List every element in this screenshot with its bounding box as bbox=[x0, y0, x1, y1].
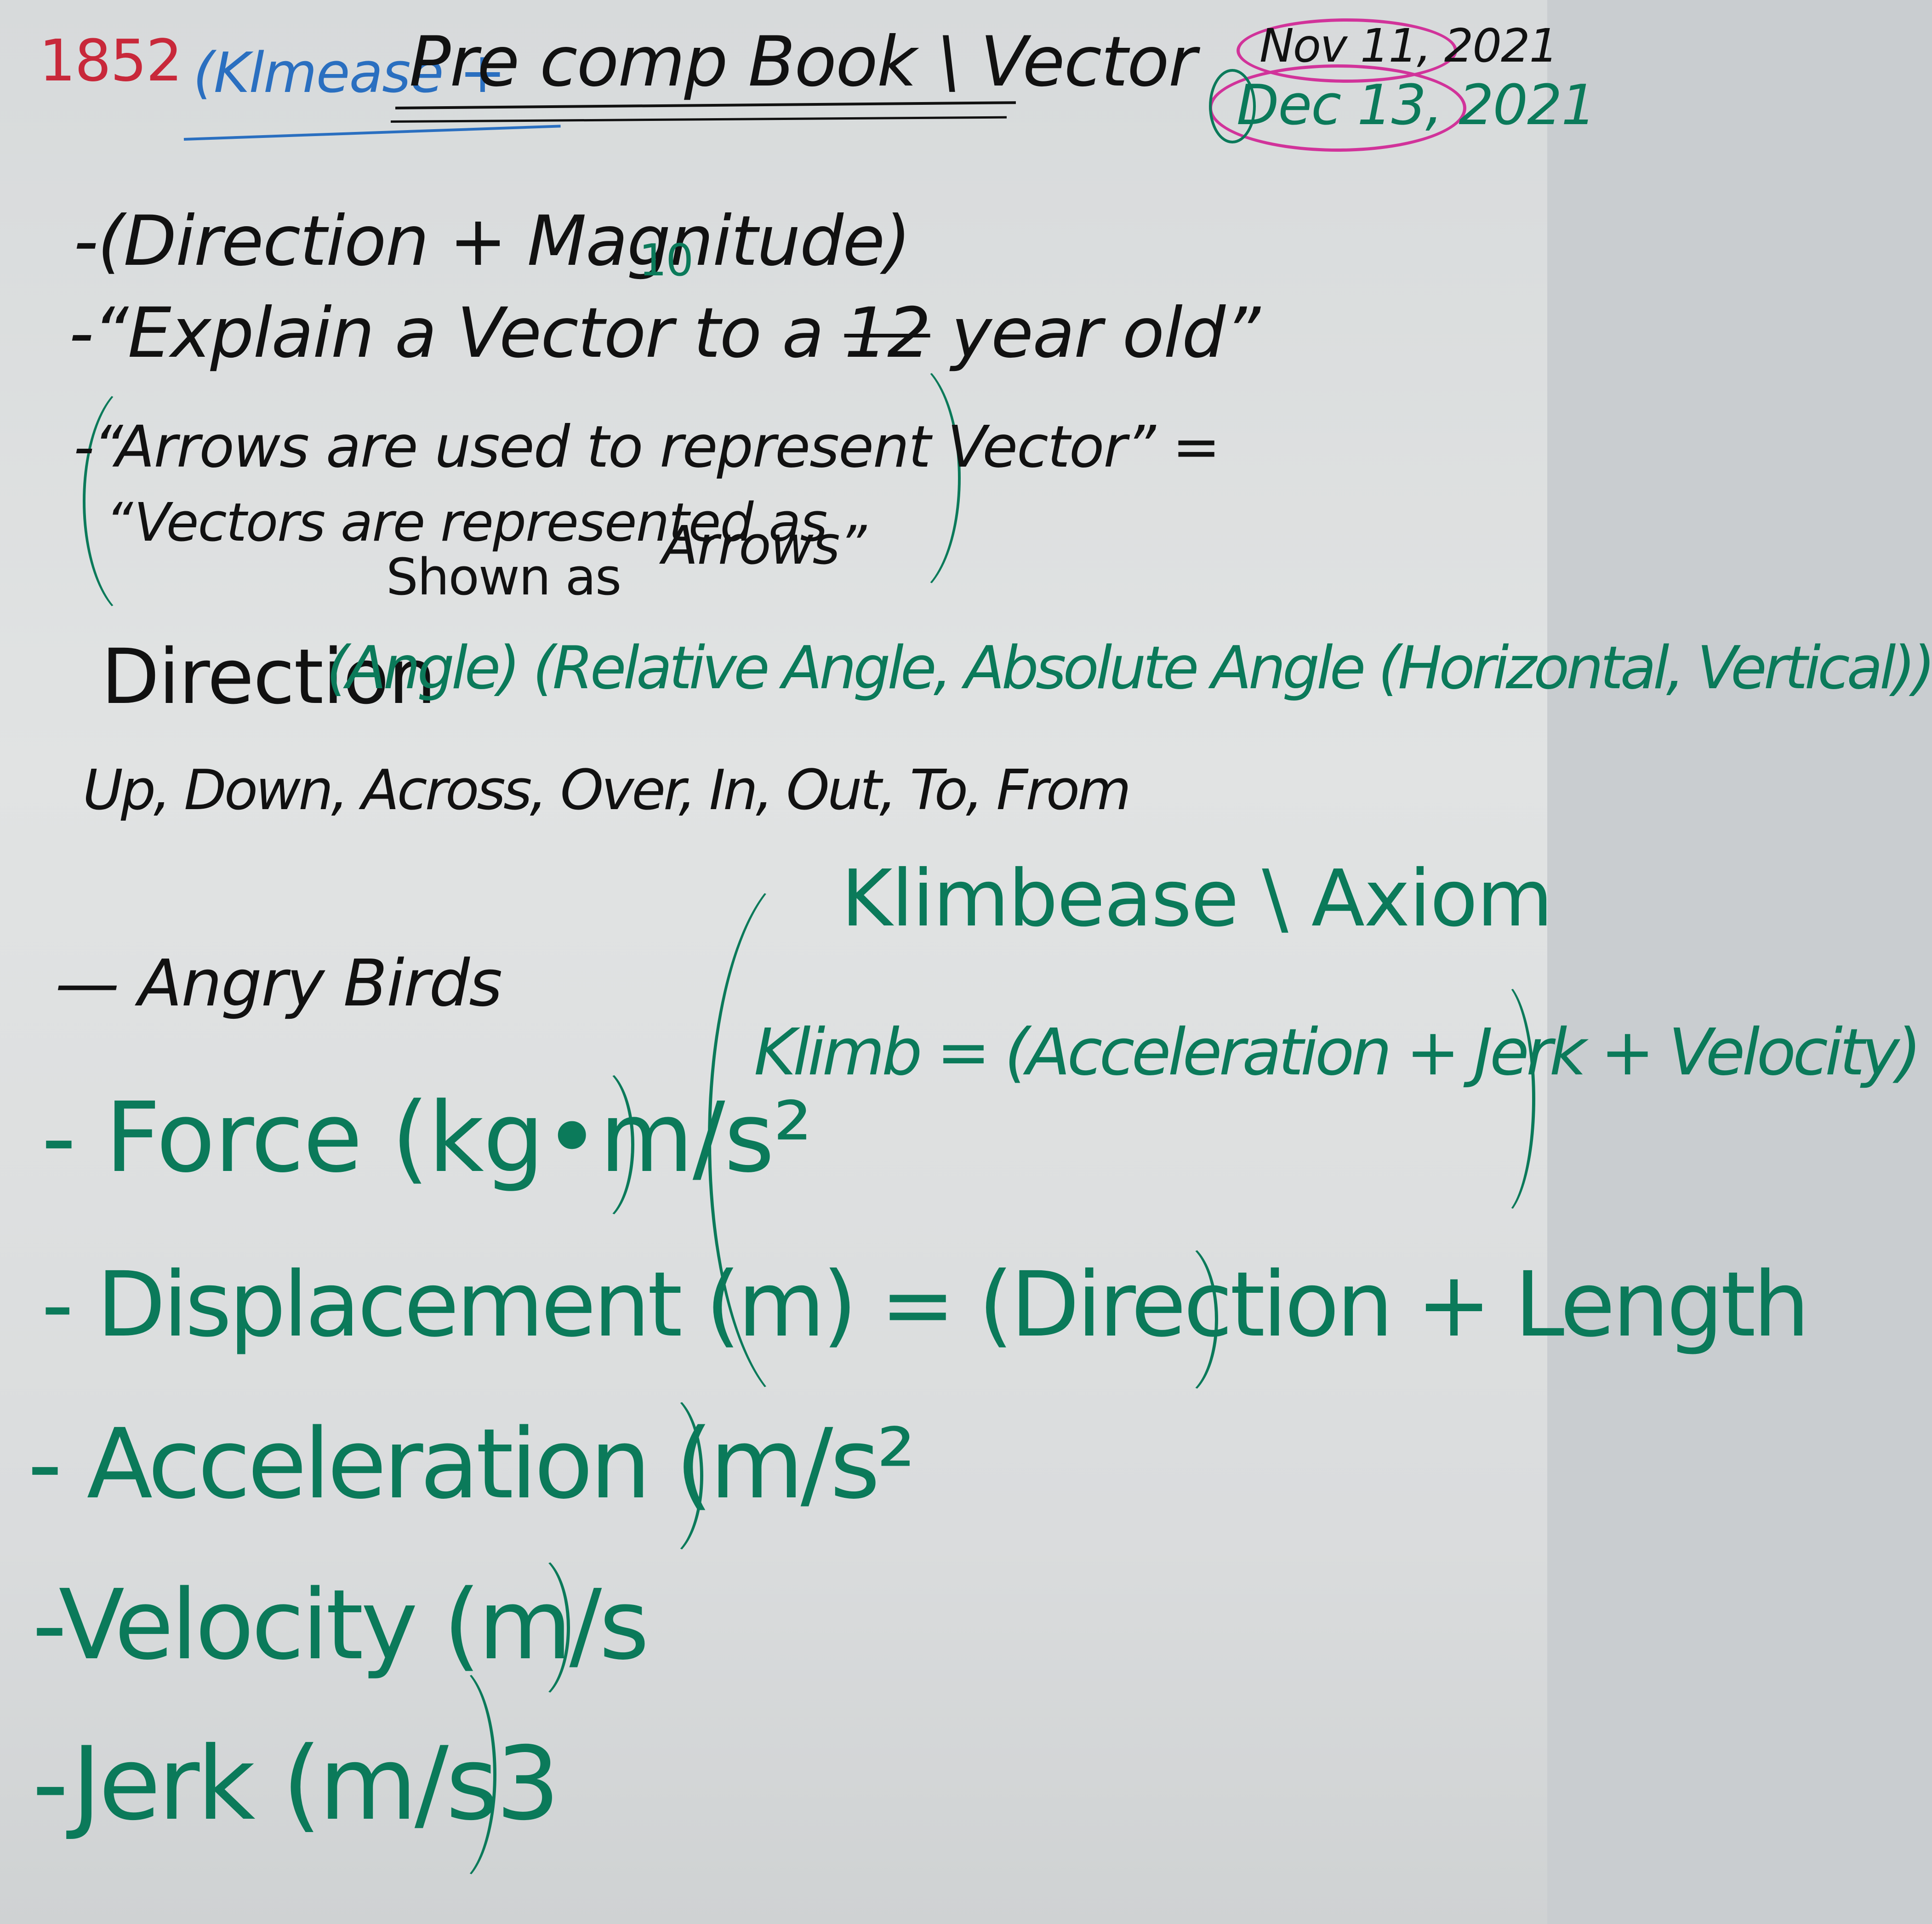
displacement-right-paren bbox=[1140, 1241, 1218, 1398]
left-paren-arrows bbox=[83, 382, 193, 621]
velocity-right-paren bbox=[496, 1554, 570, 1701]
direction-words: Up, Down, Across, Over, In, Out, To, Fro… bbox=[83, 759, 1131, 822]
explain-text: -“Explain a Vector to a bbox=[69, 293, 824, 373]
direction-detail: (Angle) (Relative Angle, Absolute Angle … bbox=[326, 634, 1932, 702]
axiom-title: Klimbease \ Axiom bbox=[841, 853, 1553, 944]
page-title: Pre comp Book \ Vector bbox=[409, 22, 1197, 102]
force-right-paren bbox=[561, 1067, 634, 1223]
acceleration-right-paren bbox=[625, 1393, 703, 1559]
explain-end: year old” bbox=[951, 293, 1260, 373]
axiom-formula: Klimb = (Acceleration + Jerk + Velocity) bbox=[754, 1015, 1921, 1090]
jerk-right-paren bbox=[409, 1664, 496, 1885]
note-shown-as: Shown as bbox=[386, 548, 621, 606]
date-nov: Nov 11, 2021 bbox=[1260, 19, 1558, 73]
note-direction-magnitude: -(Direction + Magnitude) bbox=[74, 201, 911, 281]
right-paren-arrows bbox=[850, 359, 961, 598]
date-dec: Dec 13, 2021 bbox=[1237, 74, 1596, 137]
note-angry-birds: — Angry Birds bbox=[55, 946, 502, 1021]
axiom-left-paren bbox=[708, 869, 901, 1411]
note-arrows-represent: -“Arrows are used to represent Vector” = bbox=[74, 414, 1220, 480]
direction-label: Direction bbox=[101, 633, 436, 721]
correction-number: 10 bbox=[639, 235, 694, 286]
page-number: 1852 bbox=[39, 28, 182, 94]
blue-underline bbox=[183, 125, 561, 141]
note-vectors-represented: “Vectors are represented as bbox=[106, 492, 827, 554]
note-arrows-end: Arrows” bbox=[662, 515, 866, 577]
axiom-right-paren bbox=[1462, 979, 1535, 1218]
scribble-icon bbox=[1209, 69, 1256, 143]
quantity-force: - Force (kg•m/s² bbox=[41, 1081, 812, 1194]
struck-age: 12 bbox=[844, 293, 931, 373]
quantity-displacement: - Displacement (m) = (Direction + Length bbox=[41, 1252, 1810, 1357]
title-underline-2 bbox=[390, 116, 1007, 123]
note-explain-vector: -“Explain a Vector to a 12 year old” bbox=[69, 299, 1260, 368]
header-prefix: (Klmease + bbox=[193, 41, 506, 105]
quantity-acceleration: - Acceleration (m/s² bbox=[28, 1408, 916, 1520]
